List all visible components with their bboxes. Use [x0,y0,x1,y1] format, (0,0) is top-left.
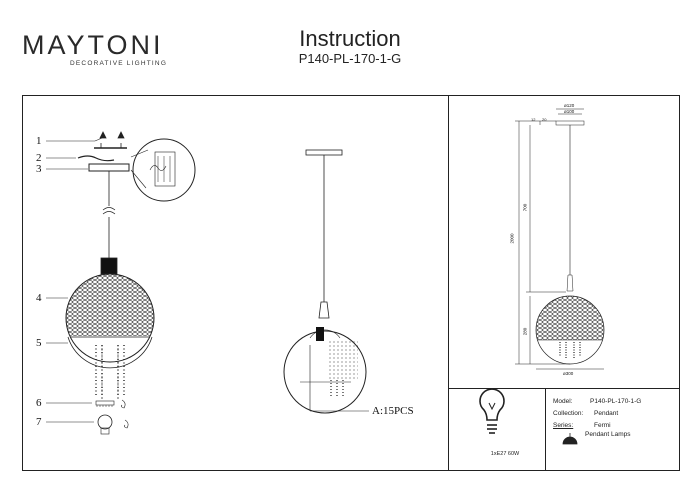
crystal-count-callout: A:15PCS [372,405,414,417]
series-value: Fermi [594,422,611,429]
dimension-drawing [515,108,605,370]
model-value: P140-PL-170-1-G [590,398,642,405]
exploded-view [46,131,196,435]
dimension-label: 20 [542,117,547,122]
frame-border [22,95,680,471]
part-number: 1 [36,135,42,147]
pendant-lamp-icon [562,433,578,445]
assembled-view [283,149,369,414]
model-label: Model: [553,398,573,405]
dimension-label: 700 [522,203,528,212]
dimension-label: ø120 [564,103,575,108]
part-number: 6 [36,397,42,409]
dimension-label: 12 [531,117,536,122]
dimension-label: 280 [522,327,528,336]
collection-value: Pendant [594,410,619,417]
brand-logo: MAYTONI [22,30,164,60]
part-number: 3 [36,163,42,175]
product-type: Pendant Lamps [585,431,631,438]
collection-label: Collection: [553,410,584,417]
dimension-label: ø100 [564,109,575,114]
part-number: 7 [36,416,42,428]
bulb-spec: 1xE27 60W [490,451,520,457]
bulb-icon [479,388,505,434]
part-number: 5 [36,337,42,349]
series-label: Series: [553,422,574,429]
dimension-label: ø300 [563,371,574,376]
brand-tagline: DECORATIVE LIGHTING [70,60,168,67]
part-number: 4 [36,292,42,304]
document-title: Instruction [299,26,401,51]
part-number: 2 [36,152,42,164]
dimension-label: 2000 [509,233,515,244]
document-code: P140-PL-170-1-G [298,51,402,66]
